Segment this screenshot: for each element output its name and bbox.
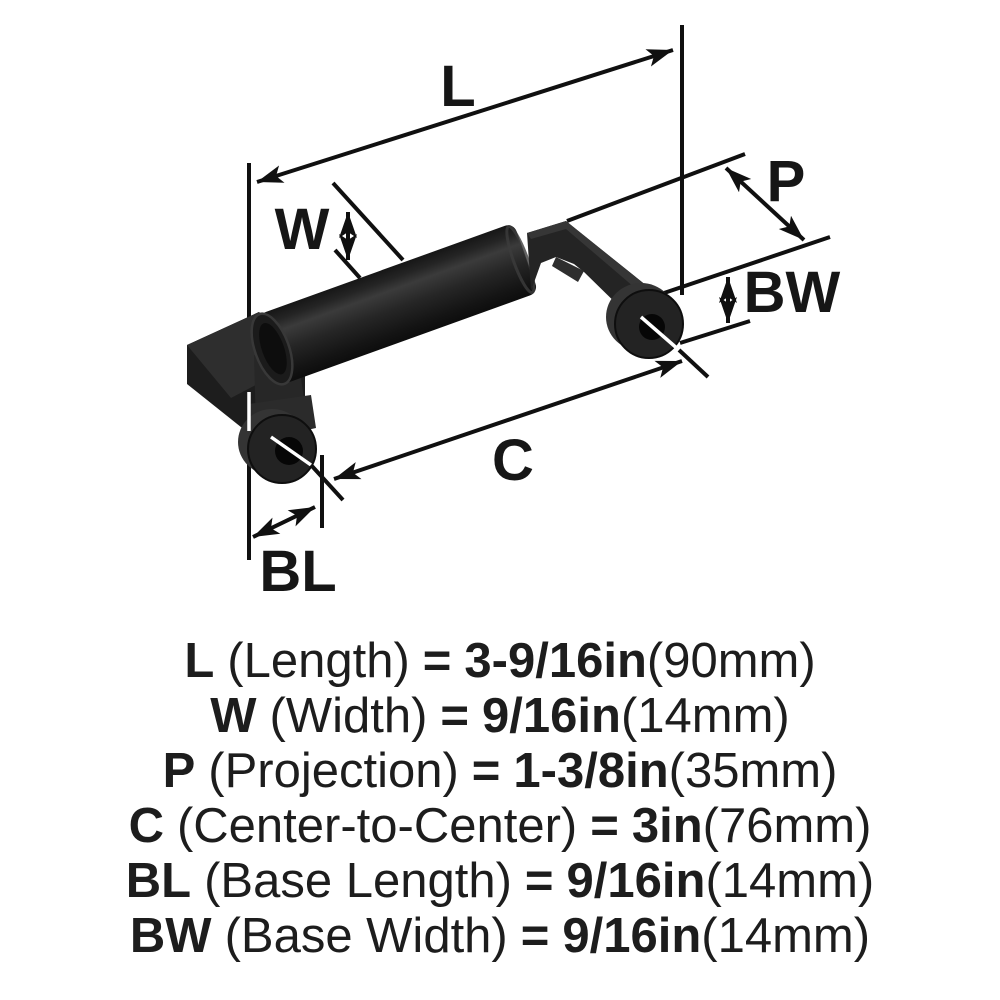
spec-row-base-width: BW(Base Width)=9/16in(14mm) — [0, 909, 1000, 964]
dim-arrow-projection — [724, 166, 806, 242]
spec-equals: = — [524, 854, 554, 908]
extension-line-projection-upper — [566, 152, 746, 223]
spec-name: (Length) — [227, 634, 410, 688]
spec-name: (Base Width) — [224, 909, 508, 963]
grip-bar-cylinder — [260, 225, 537, 382]
spec-key: L — [184, 634, 215, 688]
left-screw-axis-tick — [309, 463, 345, 502]
dim-label-length: L — [440, 54, 475, 119]
dim-arrow-base-length — [252, 505, 316, 539]
grip-bar-right-rim — [505, 225, 536, 295]
right-screw-axis-white — [639, 315, 681, 352]
spec-key: W — [210, 689, 257, 743]
dimension-arrows — [252, 48, 806, 539]
left-screw-axis-white — [269, 435, 313, 467]
spec-value: 1-3/8in — [513, 744, 669, 798]
dim-arrow-center-to-center — [333, 359, 683, 481]
grip-bar-end-cap-inset — [259, 322, 287, 375]
dimension-diagram-svg: L W P BW C BL — [187, 25, 841, 604]
dim-label-base-length: BL — [259, 539, 336, 604]
grip-bar — [250, 225, 537, 386]
dimension-diagram: L W P BW C BL — [187, 25, 841, 604]
spec-key: P — [162, 744, 196, 798]
spec-equals: = — [471, 744, 501, 798]
dim-label-base-width: BW — [744, 260, 841, 325]
spec-table: L(Length)=3-9/16in(90mm) W(Width)=9/16in… — [0, 634, 1000, 964]
dim-label-projection: P — [767, 149, 806, 214]
dim-label-center-to-center: C — [492, 428, 534, 493]
extension-line-basewidth-lower — [679, 319, 751, 345]
dim-arrow-length — [256, 48, 674, 184]
right-screw-axis-tick — [677, 348, 710, 379]
extension-line-width-upper — [331, 181, 405, 262]
spec-value: 3-9/16in — [464, 634, 647, 688]
spec-name: (Center-to-Center) — [176, 799, 578, 853]
spec-row-base-length: BL(Base Length)=9/16in(14mm) — [0, 854, 1000, 909]
spec-equals: = — [440, 689, 470, 743]
spec-value: 3in — [631, 799, 703, 853]
spec-metric: (90mm) — [646, 634, 816, 688]
spec-key: C — [128, 799, 164, 853]
spec-value: 9/16in — [562, 909, 702, 963]
extension-line-projection-lower — [663, 235, 831, 295]
spec-equals: = — [520, 909, 550, 963]
right-post-notch — [552, 257, 584, 282]
spec-equals: = — [422, 634, 452, 688]
spec-row-projection: P(Projection)=1-3/8in(35mm) — [0, 744, 1000, 799]
spec-name: (Projection) — [208, 744, 459, 798]
spec-metric: (14mm) — [701, 909, 871, 963]
spec-equals: = — [590, 799, 619, 853]
spec-metric: (35mm) — [668, 744, 838, 798]
spec-row-width: W(Width)=9/16in(14mm) — [0, 689, 1000, 744]
spec-metric: (76mm) — [702, 799, 872, 853]
spec-value: 9/16in — [482, 689, 621, 743]
spec-row-center-to-center: C(Center-to-Center)=3in(76mm) — [0, 799, 1000, 854]
screw-axis-lines — [247, 315, 710, 502]
spec-value: 9/16in — [566, 854, 706, 908]
spec-name: (Base Length) — [204, 854, 512, 908]
spec-key: BL — [125, 854, 192, 908]
spec-row-length: L(Length)=3-9/16in(90mm) — [0, 634, 1000, 689]
spec-metric: (14mm) — [705, 854, 875, 908]
spec-key: BW — [129, 909, 212, 963]
spec-metric: (14mm) — [620, 689, 790, 743]
dim-label-width: W — [275, 197, 330, 262]
spec-name: (Width) — [269, 689, 428, 743]
